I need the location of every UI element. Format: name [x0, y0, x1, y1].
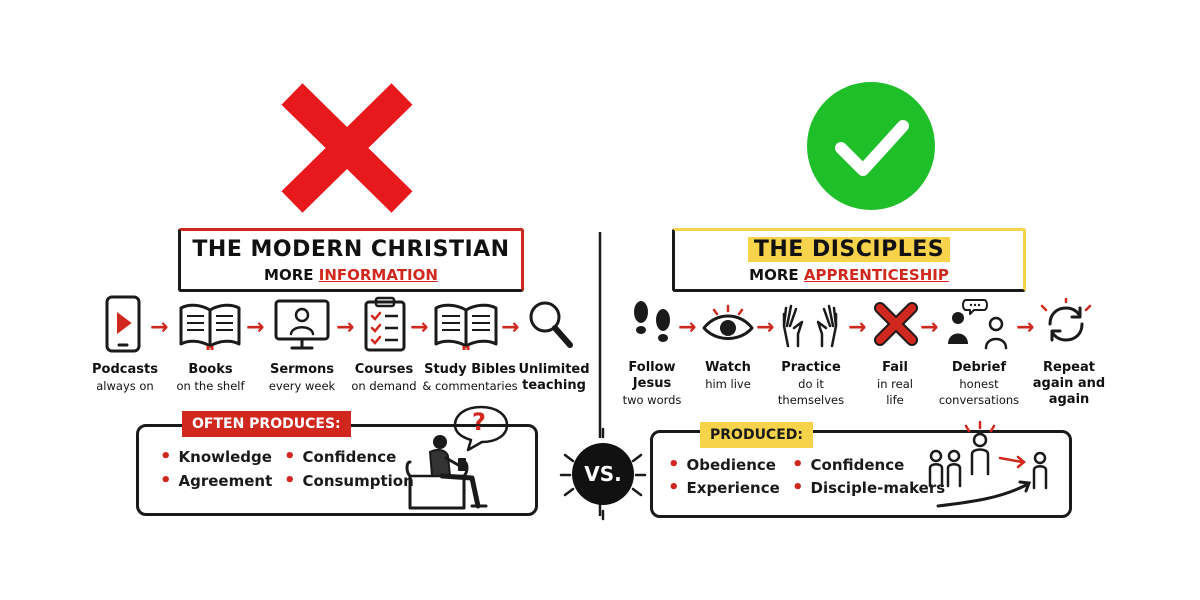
- phone-play-icon: [105, 295, 141, 353]
- right-title-box: THE DISCIPLES MORE APPRENTICESHIP: [672, 228, 1026, 292]
- vs-badge: VS.: [572, 443, 634, 505]
- footprints-icon: [634, 301, 670, 342]
- right-outcome-experience: Experience: [668, 477, 780, 498]
- magnifier-icon: [529, 301, 573, 348]
- question-mark: ?: [472, 408, 486, 436]
- left-outcome-knowledge: Knowledge: [160, 446, 272, 467]
- left-outcome-agreement: Agreement: [160, 470, 273, 491]
- bible-book-icon: [434, 303, 498, 350]
- left-outcome-confidence: Confidence: [284, 446, 397, 467]
- vs-burst-lines: [559, 427, 647, 521]
- right-flow-arrow-5: →: [1016, 315, 1035, 340]
- left-flow-arrow-1: →: [150, 315, 169, 340]
- eye-icon: [702, 304, 754, 340]
- right-outcome-banner: PRODUCED:: [700, 422, 813, 448]
- left-title-box: THE MODERN CHRISTIAN MORE INFORMATION: [178, 228, 524, 292]
- center-divider: [598, 232, 602, 516]
- checklist-icon: [364, 296, 406, 352]
- red-x-icon: [281, 83, 413, 213]
- left-title: THE MODERN CHRISTIAN: [192, 237, 510, 262]
- left-flow-arrow-4: →: [410, 315, 429, 340]
- left-subtitle-accent: INFORMATION: [318, 266, 438, 284]
- right-subtitle-accent: APPRENTICESHIP: [803, 266, 949, 284]
- right-outcome-disciple-makers: Disciple-makers: [792, 477, 946, 498]
- hands-icon: [782, 304, 838, 348]
- right-flow-arrow-3: →: [848, 315, 867, 340]
- right-subtitle: MORE APPRENTICESHIP: [749, 266, 949, 284]
- left-subtitle: MORE INFORMATION: [264, 266, 438, 284]
- right-flow-arrow-2: →: [756, 315, 775, 340]
- right-outcome-confidence: Confidence: [792, 454, 905, 475]
- right-flow-arrow-4: →: [920, 315, 939, 340]
- monitor-person-icon: [274, 299, 330, 350]
- left-flow-arrow-5: →: [501, 315, 520, 340]
- disciple-group-icon: [928, 420, 1048, 508]
- left-step-study-bibles: Study Bibles& commentaries: [422, 362, 518, 393]
- left-outcome-banner: OFTEN PRODUCES:: [182, 411, 351, 437]
- left-flow-arrow-2: →: [246, 315, 265, 340]
- repeat-cycle-icon: [1040, 298, 1092, 342]
- person-armchair-icon: [405, 435, 488, 510]
- question-bubble-icon: [453, 405, 509, 452]
- left-outcome-consumption: Consumption: [284, 470, 414, 491]
- people-chat-icon: [948, 299, 1008, 350]
- right-outcome-obedience: Obedience: [668, 454, 776, 475]
- green-check-icon: [807, 82, 935, 210]
- red-x-step-icon: [874, 302, 918, 346]
- right-flow-arrow-1: →: [678, 315, 697, 340]
- left-flow-arrow-3: →: [336, 315, 355, 340]
- right-title: THE DISCIPLES: [747, 237, 951, 262]
- open-book-icon: [179, 303, 241, 350]
